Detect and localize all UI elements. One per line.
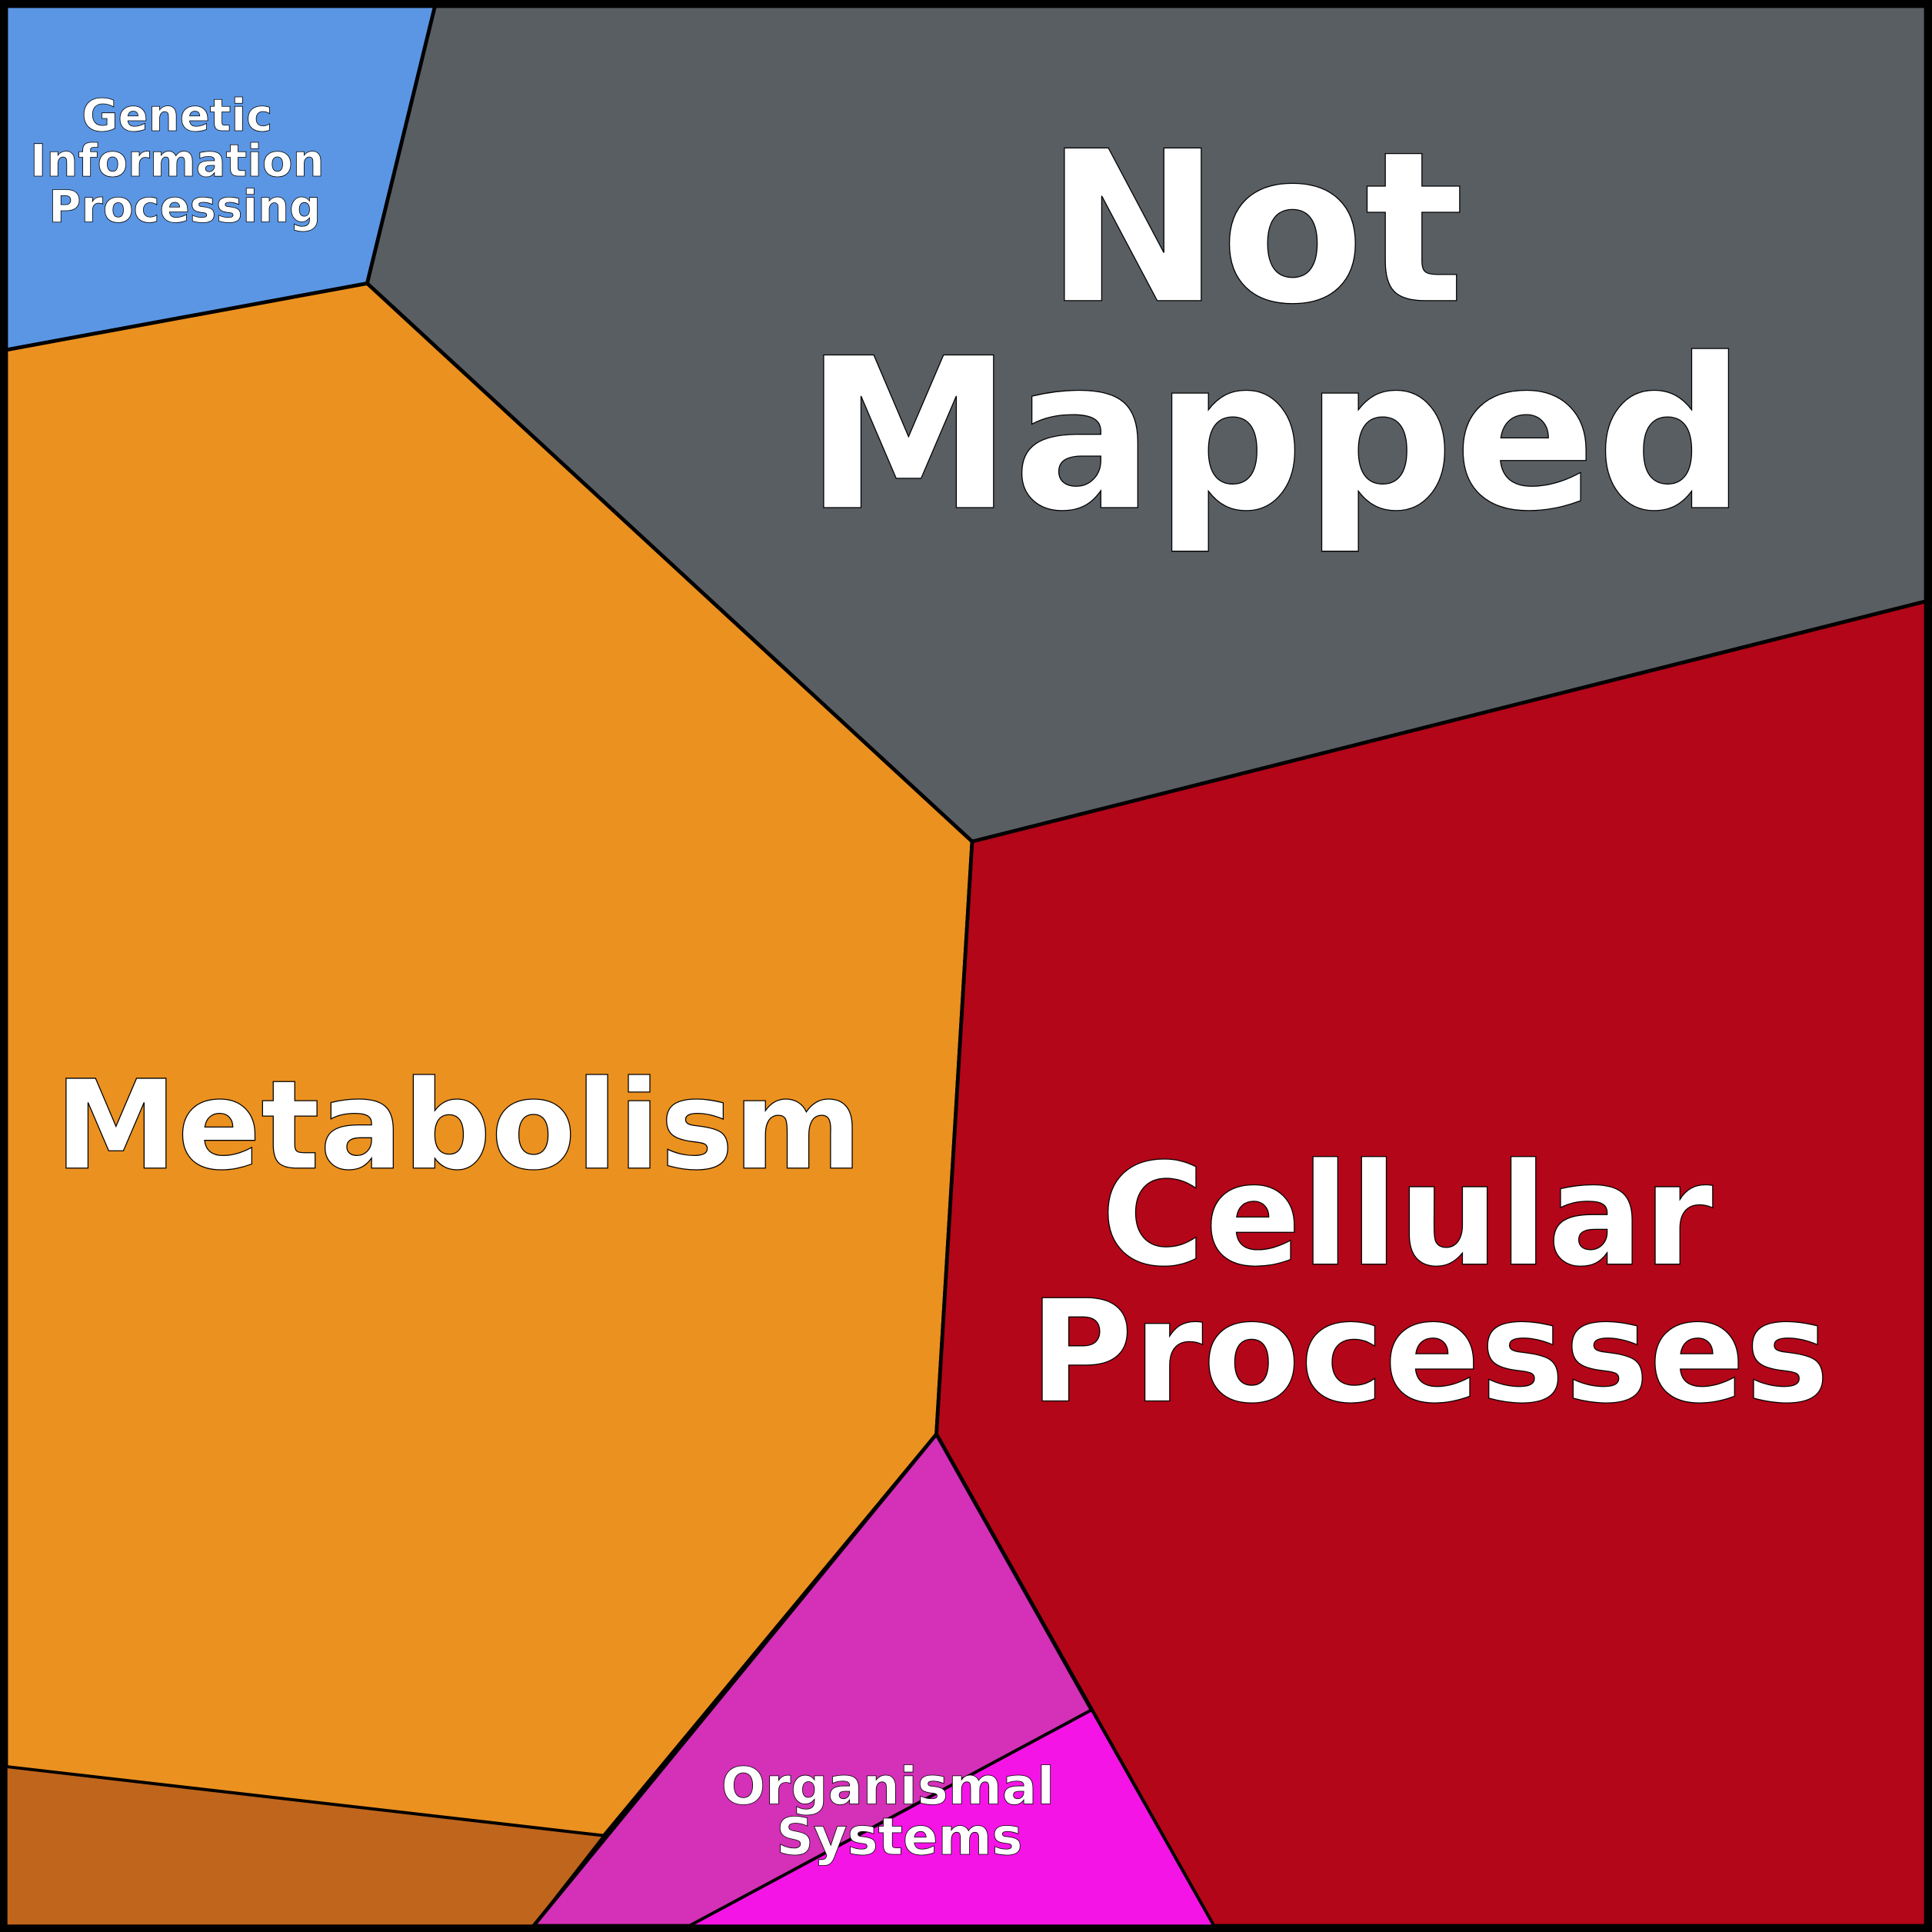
label-not-mapped: Not Mapped [804, 107, 1746, 558]
label-organismal-systems: Organismal Systems [721, 1756, 1073, 1867]
label-cellular-processes: Cellular Processes [1029, 1134, 1829, 1435]
label-genetic: Genetic Information Processing [30, 89, 340, 233]
label-metabolism: Metabolism [55, 1054, 862, 1198]
